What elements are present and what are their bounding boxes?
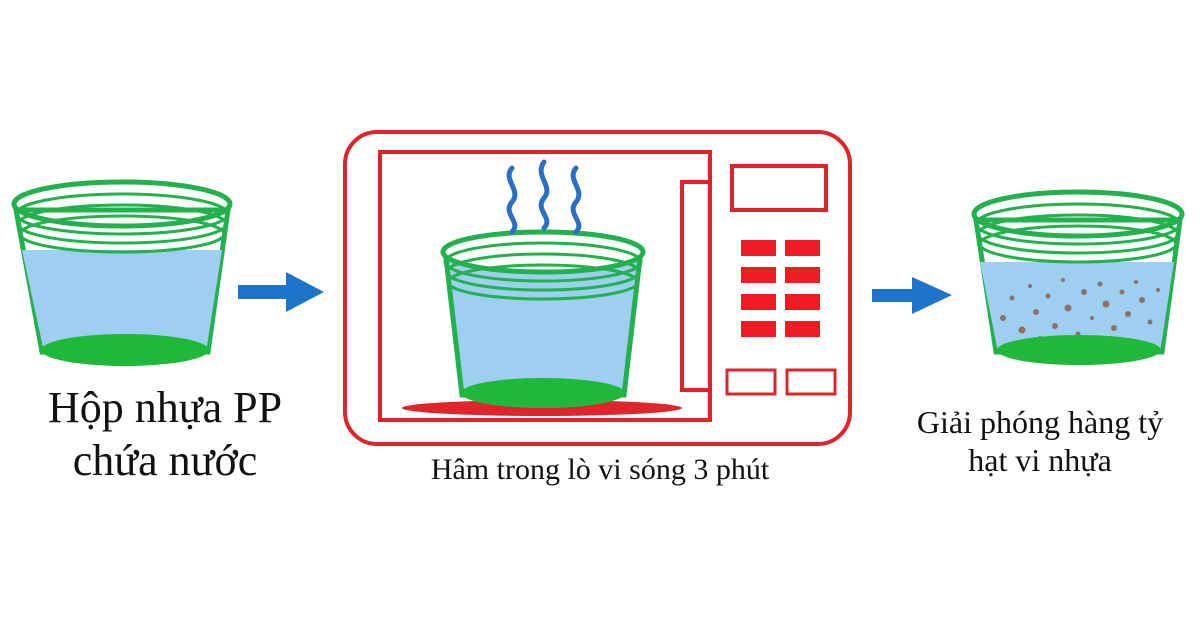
step-3-caption: Giải phóng hàng tỷ hạt vi nhựa [880,403,1200,480]
steam-icon [506,159,582,235]
microwave-keypad [741,240,820,337]
cup-icon [11,179,233,366]
cup-icon [971,189,1185,365]
step-1-caption: Hộp nhựa PP chứa nước [0,382,330,488]
step-1-caption-line-1: Hộp nhựa PP [47,383,283,432]
step-3-caption-line-1: Giải phóng hàng tỷ [916,404,1164,440]
arrow-right-icon [238,272,324,312]
step-3-caption-line-2: hạt vi nhựa [968,442,1112,479]
step-2-caption-line-1: Hâm trong lò vi sóng 3 phút [430,453,770,486]
step-1-caption-line-2: chứa nước [72,435,258,485]
step-2-caption: Hâm trong lò vi sóng 3 phút [340,452,860,488]
cup-icon [440,229,646,408]
arrow-right-icon [872,277,952,314]
